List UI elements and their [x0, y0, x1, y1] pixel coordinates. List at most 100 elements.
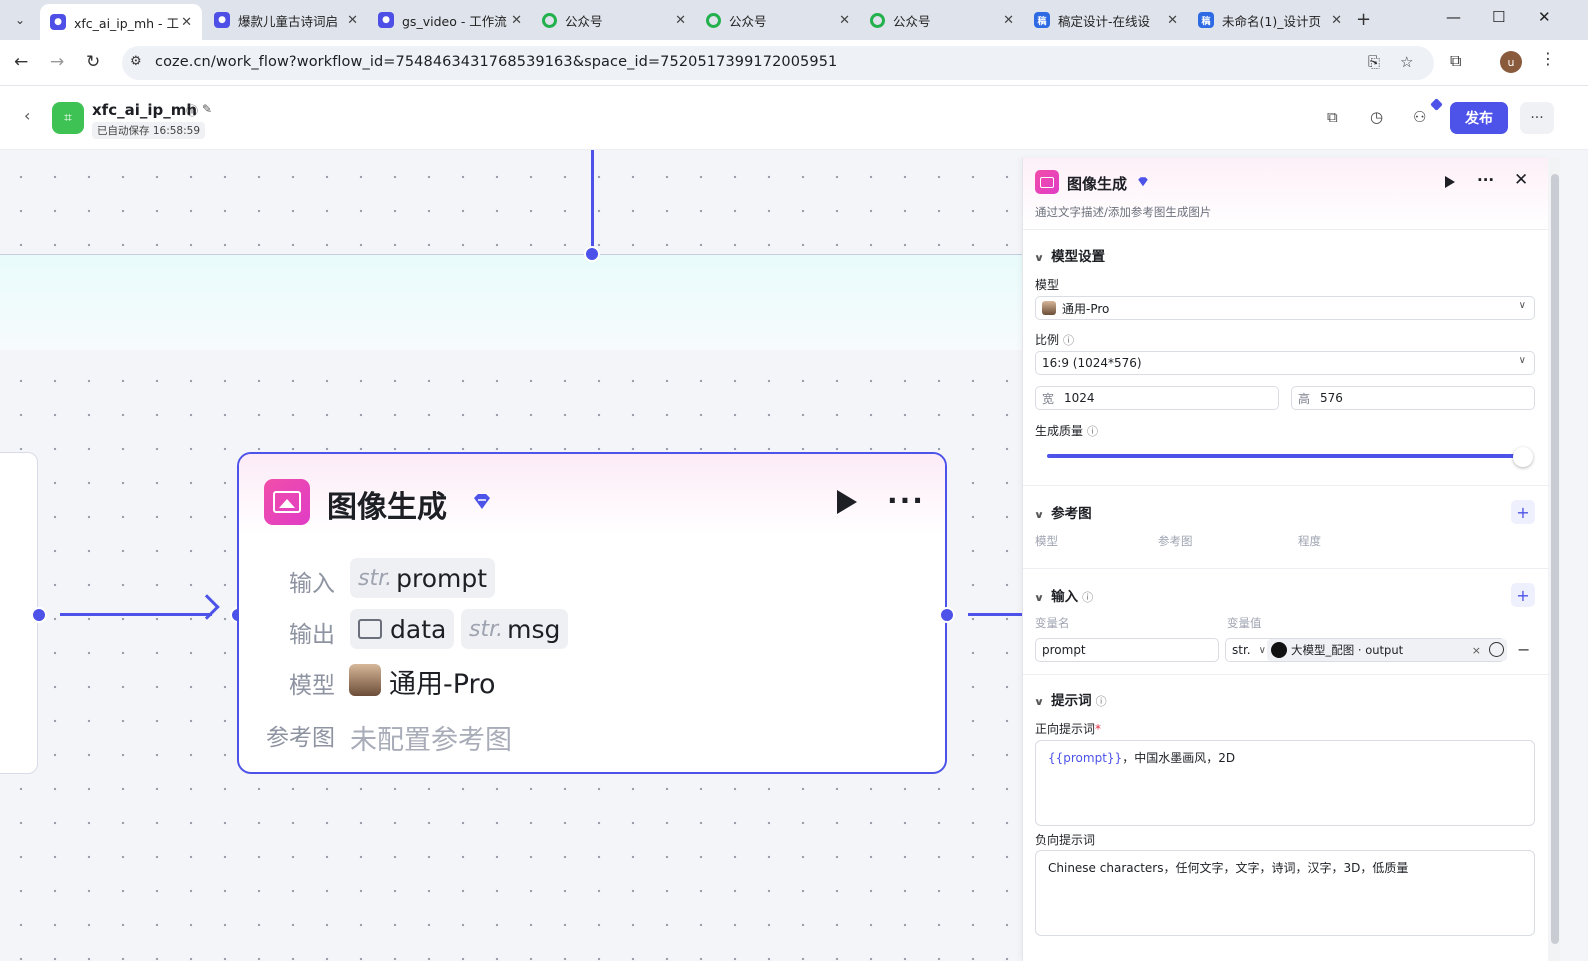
history-icon[interactable]: ◷ — [1370, 108, 1384, 126]
info-icon: ⓘ — [1095, 695, 1107, 708]
maximize-icon[interactable]: ☐ — [1492, 8, 1506, 26]
var-name-input[interactable]: prompt — [1035, 638, 1219, 662]
edge-line — [60, 613, 212, 616]
ref-label: 参考图 — [266, 725, 335, 751]
model-avatar — [1042, 301, 1056, 315]
wechat-favicon-icon — [542, 12, 557, 28]
url-text[interactable]: coze.cn/work_flow?workflow_id=7548463431… — [155, 54, 838, 70]
node-output-port[interactable] — [31, 607, 47, 623]
image-generation-icon — [1035, 170, 1059, 194]
model-select[interactable]: 通用-Pro∨ — [1035, 296, 1535, 320]
node-port[interactable] — [584, 246, 600, 262]
tab-title: 爆款儿童古诗词启 — [238, 13, 339, 29]
browser-tab-1[interactable]: ● xfc_ai_ip_mh - 工 ✕ — [40, 4, 202, 40]
close-tab-icon[interactable]: ✕ — [675, 12, 686, 28]
workflow-canvas[interactable]: 图像生成 ··· 输入 str.prompt 输出 data str.msg 模… — [0, 150, 1022, 961]
forward-arrow-icon[interactable]: → — [50, 52, 65, 72]
type-tag: str. — [469, 616, 504, 642]
close-tab-icon[interactable]: ✕ — [181, 14, 192, 30]
remove-input-icon[interactable]: − — [1517, 640, 1531, 659]
close-tab-icon[interactable]: ✕ — [511, 12, 522, 28]
coze-favicon-icon: ● — [50, 14, 66, 30]
close-window-icon[interactable]: ✕ — [1538, 8, 1551, 26]
image-type-icon — [358, 619, 382, 639]
chevron-down-icon: ∨ — [1033, 697, 1045, 708]
image-generation-node[interactable]: 图像生成 ··· 输入 str.prompt 输出 data str.msg 模… — [237, 452, 947, 774]
add-input-button[interactable]: + — [1511, 583, 1535, 607]
section-reference-image[interactable]: ∨参考图 — [1033, 506, 1092, 522]
profile-avatar[interactable]: u — [1500, 51, 1522, 73]
image-generation-icon — [264, 479, 310, 525]
var-reference-chip[interactable]: 大模型_配图 · output × — [1267, 639, 1507, 661]
more-options-button[interactable]: ··· — [1520, 102, 1554, 134]
node-output-port[interactable] — [939, 607, 955, 623]
run-node-icon[interactable] — [837, 490, 857, 514]
url-bar[interactable]: ⚙ coze.cn/work_flow?workflow_id=75484634… — [122, 46, 1434, 80]
quality-slider-handle[interactable] — [1513, 447, 1533, 467]
back-arrow-icon[interactable]: ← — [14, 52, 29, 72]
positive-prompt-textarea[interactable]: {{prompt}}，中国水墨画风，2D — [1035, 740, 1535, 826]
site-settings-icon[interactable]: ⚙ — [130, 54, 142, 69]
run-node-icon[interactable] — [1445, 176, 1455, 188]
chevron-down-icon: ∨ — [1033, 253, 1045, 264]
clear-reference-icon[interactable]: × — [1471, 643, 1481, 657]
close-tab-icon[interactable]: ✕ — [347, 12, 358, 28]
input-label: 输入 — [289, 571, 335, 597]
section-model-settings[interactable]: ∨模型设置 — [1033, 249, 1106, 265]
gaoding-favicon-icon: 稿 — [1034, 12, 1050, 28]
browser-tab-5[interactable]: 公众号 ✕ — [696, 4, 860, 36]
llm-node-icon — [1271, 642, 1287, 658]
extensions-icon[interactable]: ⧉ — [1450, 51, 1462, 70]
node-input-row: 输入 str.prompt — [239, 558, 945, 598]
close-panel-icon[interactable]: ✕ — [1514, 170, 1529, 190]
close-tab-icon[interactable]: ✕ — [839, 12, 850, 28]
add-reference-button[interactable]: + — [1511, 500, 1535, 524]
bookmark-star-icon[interactable]: ☆ — [1400, 53, 1414, 71]
input-chip: str.prompt — [350, 558, 496, 598]
reload-icon[interactable]: ↻ — [86, 52, 101, 72]
browser-tab-7[interactable]: 稿 稿定设计-在线设 ✕ — [1024, 4, 1188, 36]
browser-tab-6[interactable]: 公众号 ✕ — [860, 4, 1024, 36]
clipboard-icon[interactable]: ⎘ — [1368, 53, 1381, 71]
close-tab-icon[interactable]: ✕ — [1331, 12, 1342, 28]
negative-prompt-textarea[interactable]: Chinese characters，任何文字，文字，诗词，汉字，3D，低质量 — [1035, 850, 1535, 936]
node-more-icon[interactable]: ··· — [887, 484, 925, 517]
wechat-favicon-icon — [870, 12, 885, 28]
browser-tab-3[interactable]: ● gs_video - 工作流 ✕ — [368, 4, 532, 36]
tab-search-icon[interactable]: ⌄ — [14, 13, 26, 27]
browser-menu-icon[interactable]: ⋮ — [1540, 49, 1556, 68]
new-tab-icon[interactable]: + — [1356, 9, 1372, 30]
chevron-down-icon: ∨ — [1518, 355, 1526, 366]
publish-button[interactable]: 发布 — [1450, 102, 1508, 134]
workflow-name: xfc_ai_ip_mh — [92, 101, 198, 119]
target-select-icon[interactable] — [1489, 642, 1504, 657]
minimize-icon[interactable]: — — [1446, 8, 1461, 26]
chevron-down-icon: ∨ — [1518, 300, 1526, 311]
edit-icon[interactable]: ✎ — [202, 102, 213, 116]
panel-description: 通过文字描述/添加参考图生成图片 — [1035, 205, 1212, 219]
node-model-row: 模型 通用-Pro — [239, 660, 945, 700]
collaborators-icon[interactable]: ⚇ — [1413, 108, 1427, 126]
output-msg-chip: str.msg — [461, 609, 569, 649]
copy-icon[interactable]: ⧉ — [1327, 108, 1338, 126]
address-bar: ← → ↻ ⚙ coze.cn/work_flow?workflow_id=75… — [0, 40, 1588, 86]
close-tab-icon[interactable]: ✕ — [1003, 12, 1014, 28]
browser-tab-strip: ⌄ ● xfc_ai_ip_mh - 工 ✕ ● 爆款儿童古诗词启 ✕ ● gs… — [0, 0, 1588, 40]
chevron-down-icon: ∨ — [1033, 510, 1045, 521]
browser-tab-8[interactable]: 稿 未命名(1)_设计页 ✕ — [1188, 4, 1352, 36]
panel-scrollbar[interactable] — [1550, 158, 1560, 961]
info-icon[interactable]: ⓘ — [186, 104, 199, 118]
back-chevron-icon[interactable]: ‹ — [24, 106, 31, 125]
close-tab-icon[interactable]: ✕ — [1167, 12, 1178, 28]
ratio-select[interactable]: 16:9 (1024*576)∨ — [1035, 351, 1535, 375]
edge-line — [968, 613, 1022, 616]
negative-prompt-label: 负向提示词 — [1035, 833, 1096, 847]
browser-tab-4[interactable]: 公众号 ✕ — [532, 4, 696, 36]
quality-slider-track[interactable] — [1047, 454, 1519, 458]
panel-more-icon[interactable]: ··· — [1477, 171, 1495, 189]
browser-tab-2[interactable]: ● 爆款儿童古诗词启 ✕ — [204, 4, 368, 36]
